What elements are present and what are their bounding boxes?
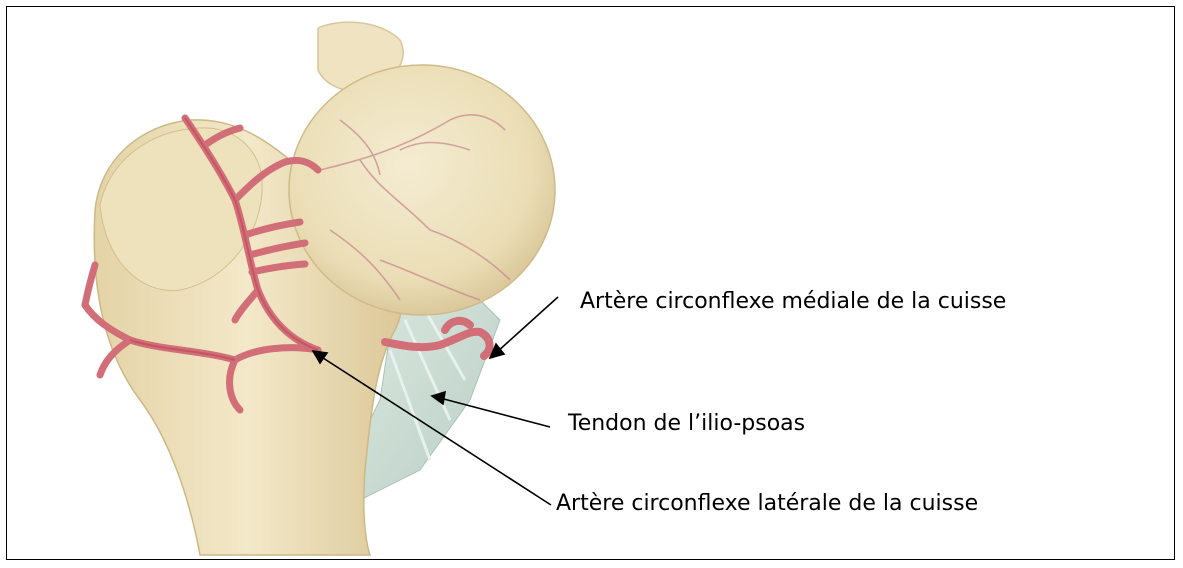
label-medial-circumflex-artery: Artère circonflexe médiale de la cuisse: [580, 291, 1006, 313]
label-iliopsoas-tendon: Tendon de l’ilio-psoas: [568, 413, 805, 435]
arrow-medial: [497, 297, 558, 352]
label-lateral-circumflex-artery: Artère circonflexe latérale de la cuisse: [556, 493, 978, 515]
